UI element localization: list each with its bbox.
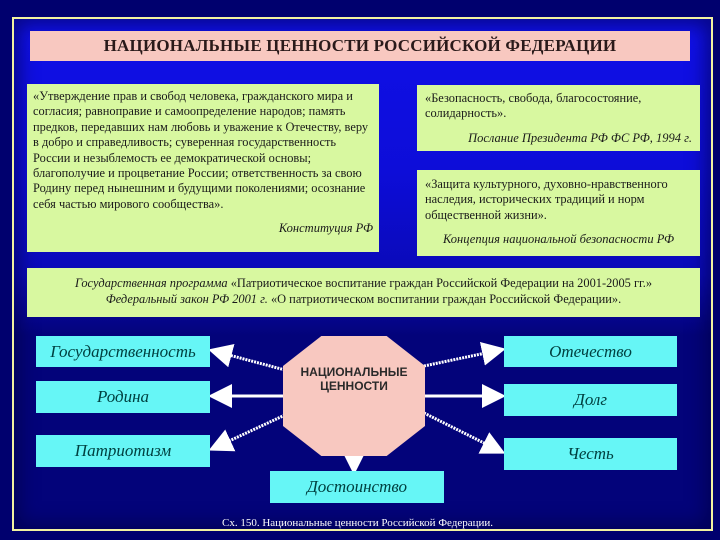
value-label: Отечество (549, 341, 632, 361)
value-box-chest: Честь (504, 438, 677, 470)
legislation-banner: Государственная программа «Патриотическо… (27, 268, 700, 317)
arrow-to-gosudarstvennost (208, 344, 286, 372)
national-values-center: НАЦИОНАЛЬНЫЕ ЦЕННОСТИ (283, 336, 425, 456)
constitution-quote-box: «Утверждение прав и свобод человека, гра… (27, 84, 379, 252)
center-line-1: НАЦИОНАЛЬНЫЕ (300, 365, 408, 379)
security-concept-box: «Защита культурного, духовно-нравственно… (417, 170, 700, 256)
constitution-source: Конституция РФ (278, 221, 373, 236)
constitution-quote: «Утверждение прав и свобод человека, гра… (33, 89, 369, 211)
value-box-rodina: Родина (36, 381, 210, 413)
value-box-gosudarstvennost: Государственность (36, 336, 210, 367)
title-text: НАЦИОНАЛЬНЫЕ ЦЕННОСТИ РОССИЙСКОЙ ФЕДЕРАЦ… (103, 36, 617, 55)
value-label: Долг (574, 390, 607, 409)
president-address-quote: «Безопасность, свобода, благосостояние, … (425, 91, 642, 121)
value-label: Достоинство (306, 477, 408, 496)
president-address-source: Послание Президента РФ ФС РФ, 1994 г. (468, 130, 692, 145)
value-label: Родина (96, 387, 150, 406)
arrow-to-patriotizm (208, 413, 286, 452)
value-box-dolg: Долг (504, 384, 677, 416)
program-label: Государственная программа (74, 276, 228, 290)
program-title: «Патриотическое воспитание граждан Росси… (227, 276, 653, 290)
law-label: Федеральный закон РФ 2001 г. (105, 292, 268, 306)
page-title: НАЦИОНАЛЬНЫЕ ЦЕННОСТИ РОССИЙСКОЙ ФЕДЕРАЦ… (30, 31, 690, 61)
president-address-box: «Безопасность, свобода, благосостояние, … (417, 85, 700, 151)
banner-line-2: Федеральный закон РФ 2001 г. «О патриоти… (27, 291, 700, 307)
arrow-to-chest (423, 411, 506, 454)
value-label: Патриотизм (74, 441, 172, 460)
value-box-patriotizm: Патриотизм (36, 435, 210, 467)
security-concept-source: Концепция национальной безопасности РФ (442, 232, 675, 247)
arrow-to-otechestvo (423, 341, 506, 368)
center-line-2: ЦЕННОСТИ (320, 379, 388, 393)
value-label: Честь (567, 444, 614, 463)
value-box-otechestvo: Отечество (504, 336, 677, 367)
law-title: «О патриотическом воспитании граждан Рос… (267, 292, 622, 306)
banner-line-1: Государственная программа «Патриотическо… (27, 275, 700, 291)
value-box-dostoinstvo: Достоинство (270, 471, 444, 503)
security-concept-quote: «Защита культурного, духовно-нравственно… (425, 177, 668, 222)
figure-caption: Сх. 150. Национальные ценности Российско… (222, 517, 494, 529)
value-label: Государственность (50, 341, 196, 361)
